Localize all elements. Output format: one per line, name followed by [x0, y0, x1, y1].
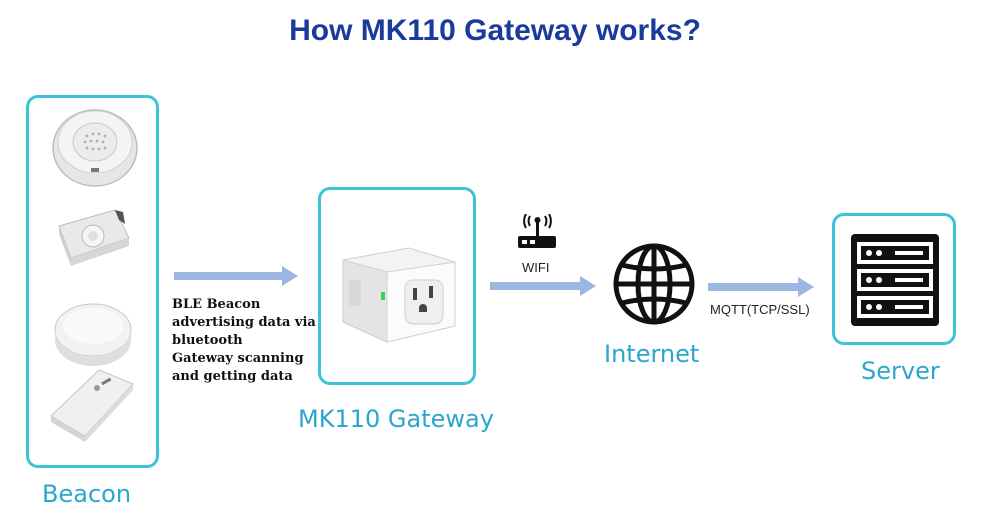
server-box: [832, 213, 956, 345]
bluetooth-arrow: [174, 266, 298, 286]
bluetooth-line-4: Gateway scanning: [172, 351, 304, 366]
bluetooth-description: BLE Beacon advertising data via bluetoot…: [172, 296, 322, 386]
mqtt-arrow: [708, 277, 814, 297]
gateway-label: MK110 Gateway: [298, 405, 494, 433]
internet-label: Internet: [604, 340, 700, 368]
server-rack-icon: [851, 234, 939, 326]
globe-icon: [613, 243, 695, 325]
round-beacon-icon: [52, 109, 138, 187]
disc-beacon-icon: [54, 303, 132, 366]
square-beacon-icon: [58, 209, 130, 266]
server-label: Server: [861, 357, 940, 385]
smart-plug-icon: [342, 247, 456, 343]
beacon-label: Beacon: [42, 480, 132, 508]
wifi-arrow: [490, 276, 596, 296]
bluetooth-line-1: BLE Beacon: [172, 297, 261, 312]
router-icon: [518, 214, 556, 248]
wifi-label: WIFI: [522, 260, 550, 275]
gateway-box: [318, 187, 476, 385]
bluetooth-line-5: and getting data: [172, 369, 293, 384]
bluetooth-line-3: bluetooth: [172, 333, 243, 348]
page-title: How MK110 Gateway works?: [289, 14, 701, 47]
beacon-box: [26, 95, 159, 468]
bluetooth-line-2: advertising data via: [172, 315, 316, 330]
card-beacon-icon: [50, 369, 134, 442]
mqtt-label: MQTT(TCP/SSL): [710, 302, 810, 317]
beacon-devices: [50, 109, 138, 442]
